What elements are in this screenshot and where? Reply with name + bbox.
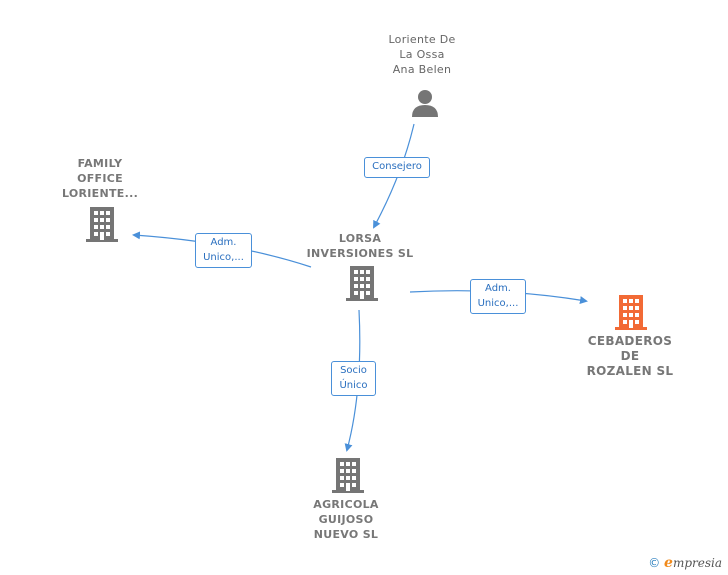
empresia-logo-text: mpresia — [672, 556, 722, 570]
edge-label-adm-family-office[interactable]: Adm. Unico,... — [195, 233, 252, 268]
node-label-family-office[interactable]: FAMILY OFFICE LORIENTE... — [61, 157, 139, 200]
node-label-person[interactable]: Loriente De La Ossa Ana Belen — [388, 33, 456, 76]
node-label-lorsa[interactable]: LORSA INVERSIONES SL — [306, 232, 414, 260]
edge-label-consejero[interactable]: Consejero — [364, 157, 430, 178]
building-icon[interactable] — [86, 207, 118, 243]
empresia-footer[interactable]: © empresia — [648, 555, 722, 571]
building-icon-highlighted[interactable] — [615, 295, 647, 331]
building-icon[interactable] — [332, 458, 364, 494]
copyright-symbol: © — [648, 556, 661, 570]
empresia-logo-initial: e — [664, 555, 673, 571]
node-label-agricola[interactable]: AGRICOLA GUIJOSO NUEVO SL — [313, 498, 379, 541]
node-label-cebaderos[interactable]: CEBADEROS DE ROZALEN SL — [586, 334, 674, 378]
edge-label-adm-cebaderos[interactable]: Adm. Unico,... — [470, 279, 526, 314]
building-icon[interactable] — [346, 266, 378, 302]
person-icon[interactable] — [410, 88, 440, 118]
edge-label-socio-unico[interactable]: Socio Único — [331, 361, 376, 396]
